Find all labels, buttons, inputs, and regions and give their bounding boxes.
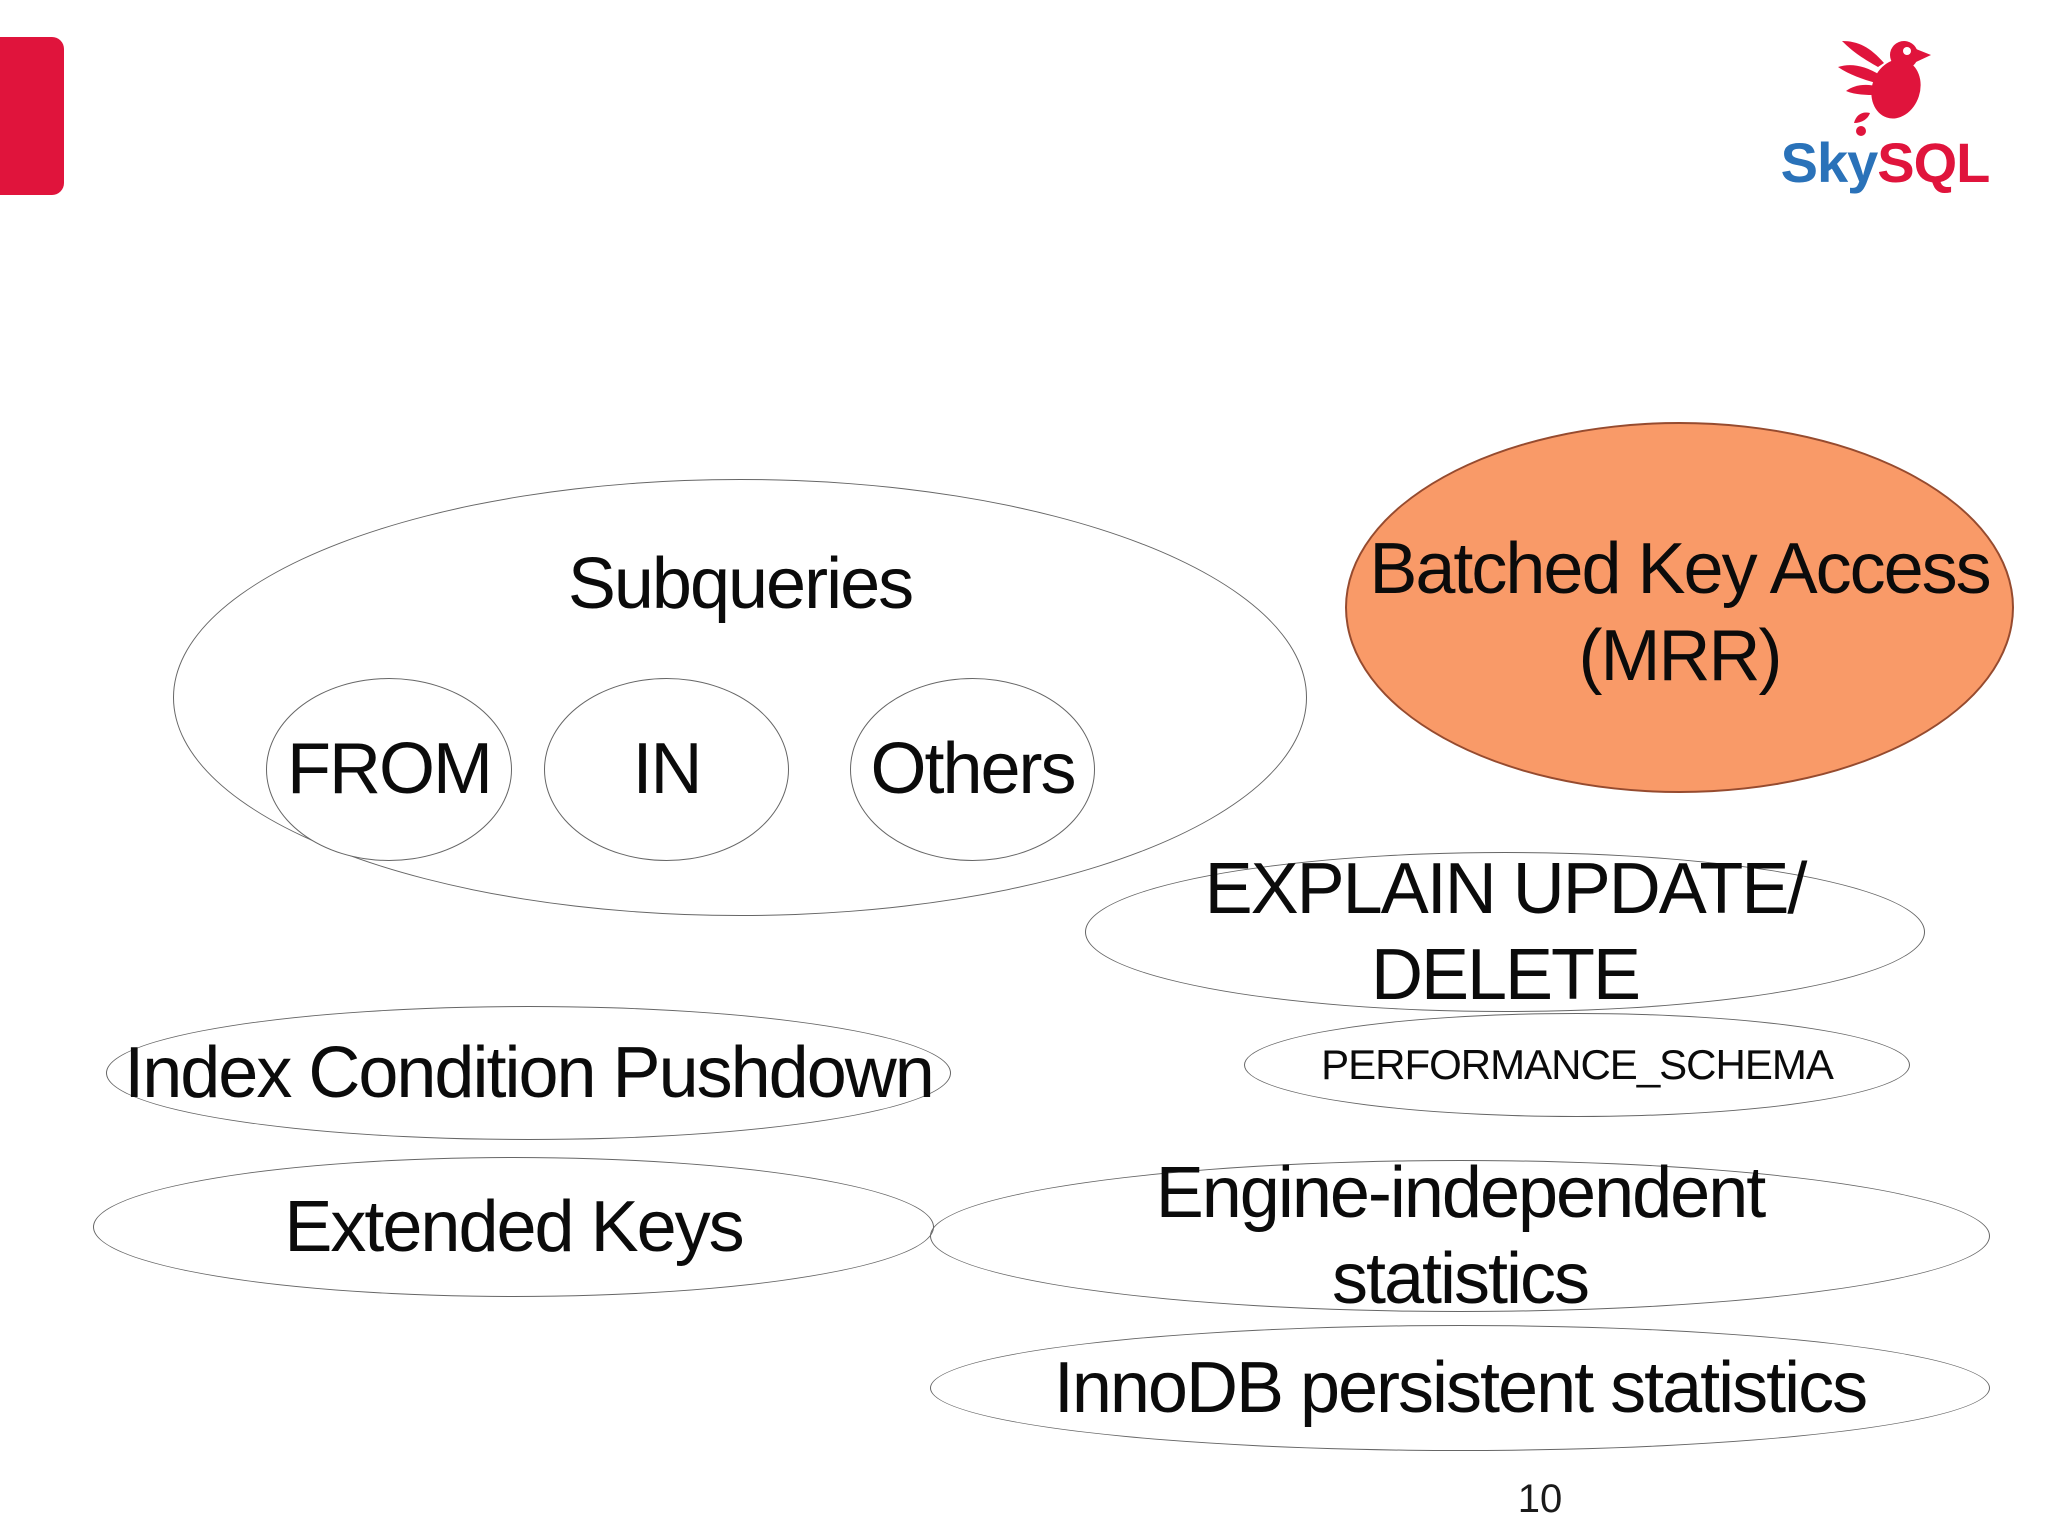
extended-keys-label: Extended Keys bbox=[284, 1186, 744, 1267]
performance-schema-label: PERFORMANCE_SCHEMA bbox=[1321, 1041, 1834, 1088]
red-corner-tab bbox=[0, 37, 64, 195]
batched-key-access-label-line2: (MRR) bbox=[1578, 615, 1783, 696]
innodb-persistent-statistics-label: InnoDB persistent statistics bbox=[1053, 1347, 1868, 1428]
engine-independent-statistics-ellipse: Engine-independent statistics bbox=[930, 1153, 1990, 1319]
batched-key-access-label-line1: Batched Key Access bbox=[1369, 529, 1991, 610]
logo-sky-text: Sky bbox=[1780, 131, 1879, 194]
explain-update-delete-label-line1: EXPLAIN UPDATE/ bbox=[1204, 848, 1808, 929]
extended-keys-ellipse: Extended Keys bbox=[93, 1157, 934, 1297]
from-ellipse: FROM bbox=[266, 678, 512, 861]
innodb-persistent-statistics-ellipse: InnoDB persistent statistics bbox=[930, 1325, 1990, 1451]
engine-independent-statistics-label-line1: Engine-independent bbox=[1155, 1152, 1767, 1233]
in-label: IN bbox=[632, 729, 703, 810]
index-condition-pushdown-label: Index Condition Pushdown bbox=[124, 1032, 935, 1113]
others-ellipse: Others bbox=[850, 678, 1095, 861]
logo-sql-text: SQL bbox=[1877, 131, 1990, 194]
engine-independent-statistics-label-line2: statistics bbox=[1331, 1239, 1590, 1319]
subqueries-label: Subqueries bbox=[567, 544, 914, 624]
skysql-logo: SkySQL bbox=[1755, 28, 2035, 198]
index-condition-pushdown-ellipse: Index Condition Pushdown bbox=[106, 1006, 951, 1140]
batched-key-access-ellipse: Batched Key Access (MRR) bbox=[1345, 422, 2014, 793]
in-ellipse: IN bbox=[544, 678, 789, 861]
from-label: FROM bbox=[287, 729, 493, 810]
skysql-bird-icon bbox=[1838, 41, 1931, 136]
page-number: 10 bbox=[1517, 1477, 1563, 1521]
explain-update-delete-ellipse: EXPLAIN UPDATE/ DELETE bbox=[1085, 849, 1925, 1015]
explain-update-delete-label-line2: DELETE bbox=[1370, 935, 1641, 1015]
performance-schema-ellipse: PERFORMANCE_SCHEMA bbox=[1244, 1013, 1910, 1117]
others-label: Others bbox=[870, 729, 1076, 810]
skysql-logo-text: SkySQL bbox=[1755, 130, 2015, 195]
subqueries-ellipse bbox=[173, 479, 1307, 916]
